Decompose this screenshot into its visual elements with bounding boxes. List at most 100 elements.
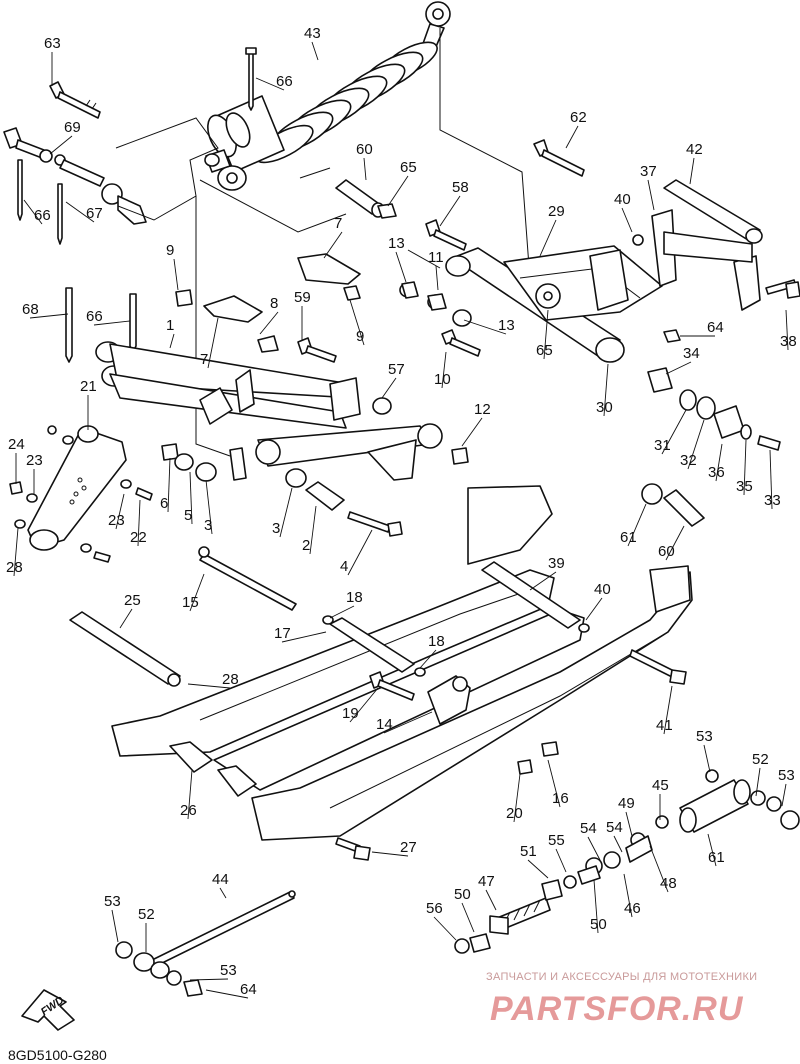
callout-57: 57 xyxy=(388,361,405,378)
callout-36: 36 xyxy=(708,464,725,481)
leader-line xyxy=(565,125,579,149)
shock-absorber xyxy=(204,1,451,191)
leader-line xyxy=(703,744,711,773)
callout-41: 41 xyxy=(656,717,673,734)
leader-line xyxy=(585,597,603,621)
leader-line xyxy=(441,351,447,389)
callout-6: 6 xyxy=(160,495,168,512)
bolt-41 xyxy=(629,649,687,685)
callout-31: 31 xyxy=(654,437,671,454)
leader-line xyxy=(387,175,409,207)
leader-line xyxy=(603,363,609,417)
callout-67: 67 xyxy=(86,205,103,222)
callout-52: 52 xyxy=(138,906,155,923)
leader-line xyxy=(189,471,193,525)
callout-62: 62 xyxy=(570,109,587,126)
callout-48: 48 xyxy=(660,875,677,892)
leader-line xyxy=(623,873,633,918)
leader-line xyxy=(281,631,327,643)
leader-line xyxy=(485,889,497,911)
callout-39: 39 xyxy=(548,555,565,572)
leader-line xyxy=(383,711,433,734)
leader-line xyxy=(463,319,507,335)
callout-50: 50 xyxy=(454,886,471,903)
leader-line xyxy=(115,493,125,530)
pivot-37 xyxy=(651,209,761,311)
leader-line xyxy=(137,499,141,547)
leader-line xyxy=(111,909,119,943)
bolt-63 xyxy=(49,81,101,119)
leader-line xyxy=(419,649,437,669)
fwd-arrow-icon: FWD xyxy=(21,989,75,1031)
leader-line xyxy=(329,605,355,619)
leader-line xyxy=(347,529,373,576)
callout-66: 66 xyxy=(34,207,51,224)
callout-7: 7 xyxy=(334,215,342,232)
callout-42: 42 xyxy=(686,141,703,158)
bolt-4 xyxy=(347,511,403,537)
callout-59: 59 xyxy=(294,289,311,306)
leader-line xyxy=(173,258,179,291)
callout-40: 40 xyxy=(614,191,631,208)
leader-line xyxy=(363,157,367,181)
callout-52: 52 xyxy=(752,751,769,768)
callout-53: 53 xyxy=(778,767,795,784)
collar-34-30 xyxy=(647,367,673,393)
callout-3: 3 xyxy=(272,520,280,537)
callout-50: 50 xyxy=(590,916,607,933)
bushings-13-11 xyxy=(399,281,472,327)
callout-23: 23 xyxy=(108,512,125,529)
pin-66-left xyxy=(17,159,23,221)
collar-57 xyxy=(372,397,392,415)
leader-line xyxy=(649,845,669,893)
leader-line xyxy=(543,309,549,360)
callout-8: 8 xyxy=(270,295,278,312)
callout-45: 45 xyxy=(652,777,669,794)
pin-68 xyxy=(65,287,73,363)
shaft-39 xyxy=(481,561,590,633)
leader-line xyxy=(689,157,695,185)
bolt-58 xyxy=(425,219,467,251)
slide-rail-right xyxy=(251,485,693,841)
watermark-logo: PARTSFOR.RU xyxy=(490,990,744,1028)
leader-line xyxy=(661,409,687,455)
leader-line xyxy=(613,835,623,853)
callout-64: 64 xyxy=(707,319,724,336)
leader-line xyxy=(527,859,549,879)
leader-line xyxy=(433,916,457,941)
callout-63: 63 xyxy=(44,35,61,52)
callout-37: 37 xyxy=(640,163,657,180)
shaft-25 xyxy=(69,611,181,687)
callout-leaders xyxy=(13,41,789,999)
pin-67 xyxy=(57,183,63,245)
leader-line xyxy=(205,989,249,999)
callout-40: 40 xyxy=(594,581,611,598)
leader-line xyxy=(461,902,475,933)
callout-69: 69 xyxy=(64,119,81,136)
upper-arm-29 xyxy=(445,245,663,363)
collar-60-top xyxy=(335,179,385,218)
callout-21: 21 xyxy=(80,378,97,395)
bracket-14 xyxy=(427,675,471,725)
adjuster-bolt-47 xyxy=(489,897,551,935)
leader-line xyxy=(207,317,219,369)
leader-line xyxy=(23,199,43,225)
callout-54: 54 xyxy=(580,820,597,837)
leader-line xyxy=(169,333,175,349)
callout-24: 24 xyxy=(8,436,25,453)
leader-line xyxy=(627,503,647,547)
leader-line xyxy=(167,457,171,513)
tensioner-45 xyxy=(679,779,751,833)
link-plate-21 xyxy=(27,425,127,551)
nut-12 xyxy=(451,447,469,465)
leader-line xyxy=(439,195,461,227)
leader-line xyxy=(755,767,761,797)
callout-27: 27 xyxy=(400,839,417,856)
leader-line xyxy=(547,759,561,808)
front-arm-1 xyxy=(95,341,443,481)
leader-line xyxy=(311,41,319,61)
callout-25: 25 xyxy=(124,592,141,609)
callout-17: 17 xyxy=(274,625,291,642)
leader-line xyxy=(279,487,293,538)
